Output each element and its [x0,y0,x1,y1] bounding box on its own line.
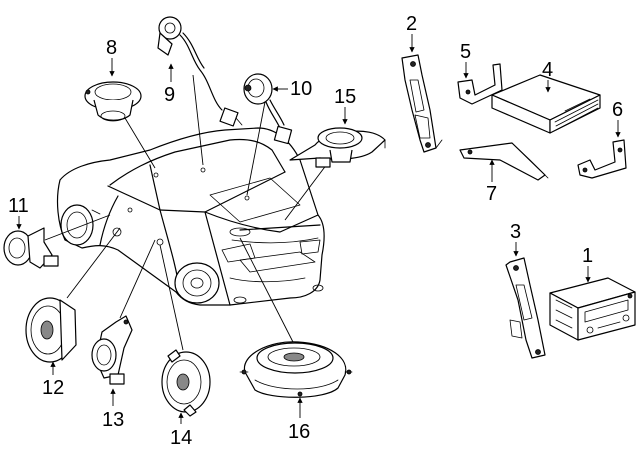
part-15-speaker-bracket [289,127,386,168]
part-3-bracket [505,257,546,359]
callout-2: 2 [406,13,417,35]
callout-14: 14 [170,427,192,449]
part-8-tweeter [84,81,142,122]
vehicle-illustration [56,127,325,306]
callout-6: 6 [612,99,623,121]
callout-1: 1 [582,245,593,267]
part-16-subwoofer [239,341,353,398]
part-7-bracket [459,142,549,181]
callout-13: 13 [102,409,124,431]
callout-5: 5 [460,41,471,63]
part-1-head-unit [549,277,636,341]
leader-lines [44,74,331,351]
callout-16: 16 [288,421,310,443]
part-11-tweeter [3,227,59,269]
callout-10: 10 [290,78,312,100]
part-5-bracket [457,63,503,105]
callout-7: 7 [486,183,497,205]
part-4-amplifier [491,74,601,134]
callout-3: 3 [510,221,521,243]
part-12-door-speaker [25,297,77,363]
callout-11: 11 [8,195,29,217]
callouts: 8 9 10 15 2 5 4 6 7 11 3 1 12 [8,13,623,449]
part-10-speaker [243,73,293,145]
callout-4: 4 [542,59,553,81]
part-13-speaker-bracket [91,315,133,385]
callout-8: 8 [106,37,117,59]
part-14-door-speaker [161,349,211,417]
callout-12: 12 [42,377,64,399]
callout-9: 9 [164,84,175,106]
part-9-wire-speaker [157,16,243,127]
callout-15: 15 [334,86,356,108]
part-6-bracket [577,139,627,179]
part-2-bracket [401,54,443,153]
